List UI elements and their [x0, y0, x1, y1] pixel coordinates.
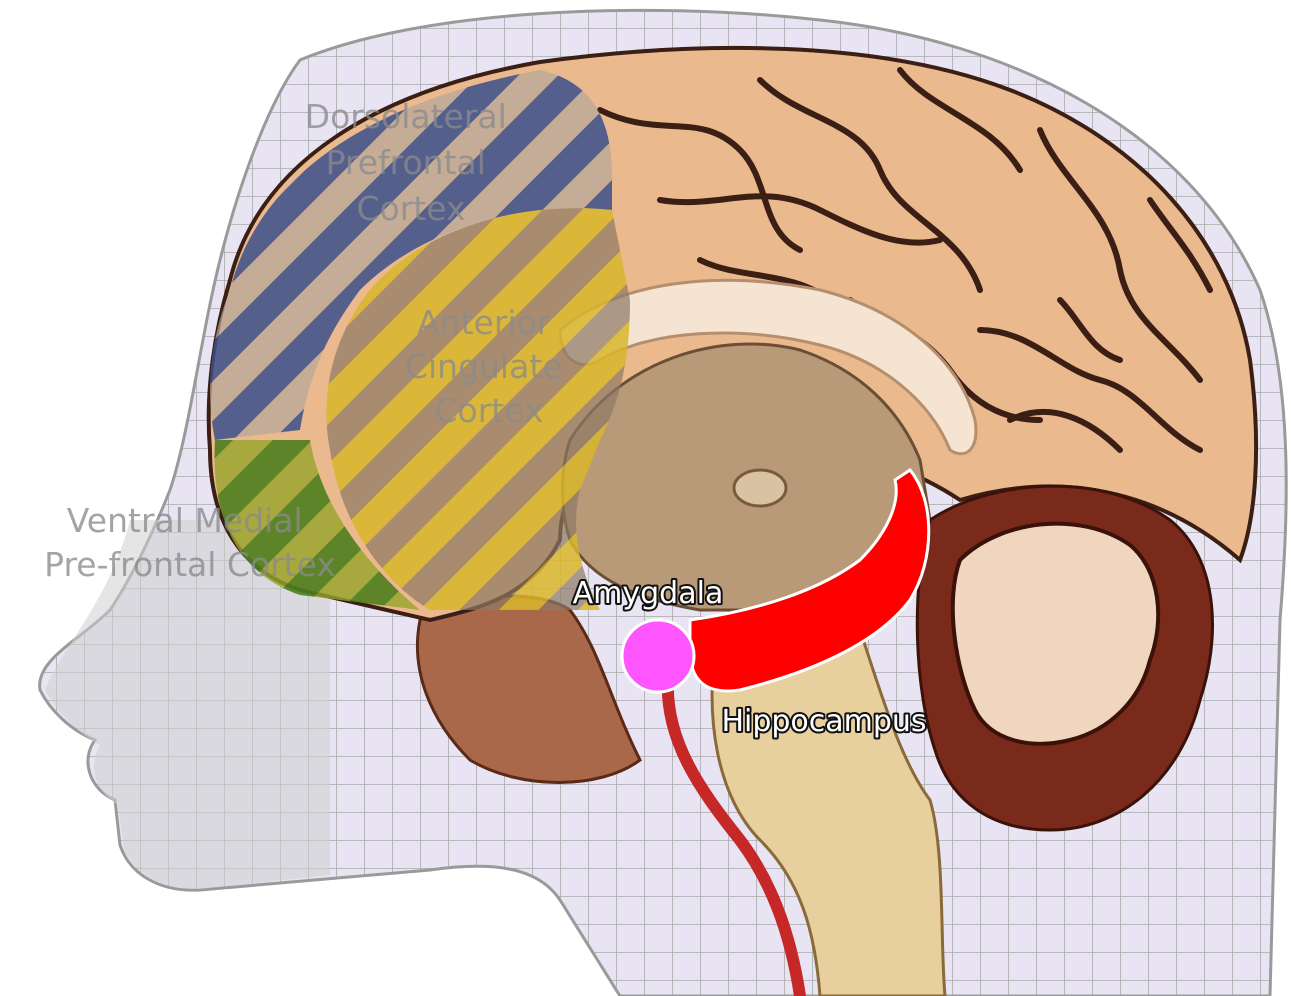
- dlpfc-region: [210, 70, 612, 440]
- cerebellum-arbor: [950, 521, 1161, 746]
- label-acc: Anterior Cingulate Cortex: [405, 303, 573, 430]
- acc-region: [326, 208, 630, 611]
- label-dlpfc-line3: Cortex: [357, 189, 466, 228]
- label-dlpfc-line1: Dorsolateral: [305, 97, 507, 136]
- label-dlpfc: Dorsolateral Prefrontal Cortex: [305, 97, 518, 228]
- label-hippocampus: Hippocampus: [721, 704, 926, 739]
- corpus-callosum: [558, 278, 978, 456]
- label-vmpfc: Ventral Medial Pre-frontal Cortex: [44, 501, 336, 584]
- vmpfc-region: [214, 440, 420, 610]
- label-amygdala: Amygdala: [573, 576, 724, 611]
- thalamus: [732, 468, 788, 508]
- artery: [661, 674, 806, 996]
- label-acc-line1: Anterior: [417, 303, 551, 342]
- hippocampus-region: [688, 468, 931, 693]
- label-acc-line3: Cortex: [435, 391, 544, 430]
- label-vmpfc-line1: Ventral Medial: [67, 501, 303, 540]
- amygdala-region: [620, 618, 696, 694]
- label-vmpfc-line2: Pre-frontal Cortex: [44, 545, 336, 584]
- label-dlpfc-line2: Prefrontal: [326, 143, 486, 182]
- label-acc-line2: Cingulate: [405, 347, 563, 386]
